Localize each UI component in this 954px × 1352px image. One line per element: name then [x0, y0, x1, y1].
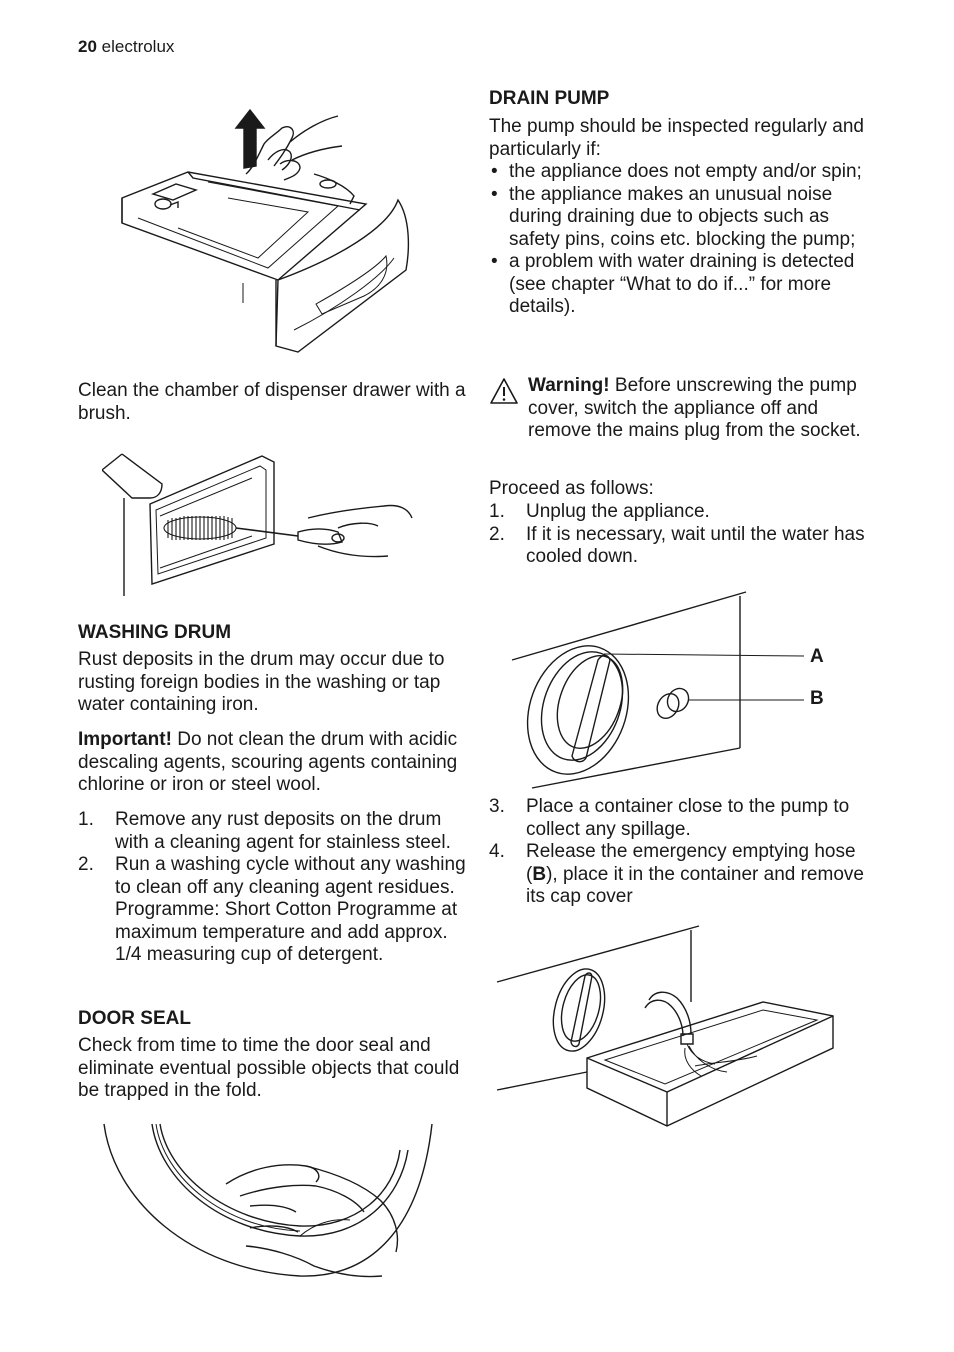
- step-number: 4.: [489, 841, 505, 862]
- brand-name: electrolux: [101, 37, 175, 56]
- step-text: Place a container close to the pump to c…: [526, 796, 850, 840]
- list-item: a problem with water draining is detecte…: [489, 251, 881, 319]
- warning-note: Warning! Before unscrewing the pump cove…: [528, 375, 880, 443]
- list-item: 2. If it is necessary, wait until the wa…: [489, 524, 881, 569]
- list-item: 1. Unplug the appliance.: [489, 501, 881, 524]
- warning-text: Before unscrewing the pump cover, switch…: [528, 375, 861, 441]
- door-seal-title: DOOR SEAL: [78, 1008, 191, 1029]
- door-seal-text: Check from time to time the door seal an…: [78, 1035, 460, 1101]
- drain-pump-title: DRAIN PUMP: [489, 88, 610, 109]
- washing-drum-steps: 1. Remove any rust deposits on the drum …: [78, 809, 468, 967]
- washing-drum-intro: Rust deposits in the drum may occur due …: [78, 649, 445, 715]
- important-label: Important!: [78, 729, 172, 750]
- step-text: Remove any rust deposits on the drum wit…: [115, 809, 451, 853]
- step-text-before: Release the emergency emptying hose (: [526, 841, 856, 885]
- brush-cleaning-illustration: [102, 448, 414, 598]
- door-seal-illustration: [100, 1120, 438, 1288]
- step-text: Run a washing cycle without any washing …: [115, 854, 466, 898]
- list-item: 3. Place a container close to the pump t…: [489, 796, 881, 841]
- list-item: the appliance does not empty and/or spin…: [489, 161, 881, 184]
- emergency-hose-illustration: [495, 922, 840, 1128]
- step-number: 2.: [489, 523, 505, 545]
- step-text: Unplug the appliance.: [526, 501, 710, 522]
- drawer-caption: Clean the chamber of dispenser drawer wi…: [78, 380, 466, 424]
- page-number: 20: [78, 37, 97, 56]
- label-b: B: [810, 688, 824, 709]
- step-extra: Programme: Short Cotton Programme at max…: [115, 899, 458, 965]
- step-number: 1.: [489, 501, 505, 522]
- important-text: Do not clean the drum with acidic descal…: [78, 729, 458, 795]
- warning-label: Warning!: [528, 375, 610, 396]
- drain-pump-bullets: the appliance does not empty and/or spin…: [489, 161, 881, 319]
- drain-pump-intro: The pump should be inspected regularly a…: [489, 116, 864, 160]
- list-item: 1. Remove any rust deposits on the drum …: [78, 809, 468, 854]
- list-item: 2. Run a washing cycle without any washi…: [78, 854, 468, 967]
- dispenser-drawer-illustration: [118, 108, 413, 358]
- pump-cover-illustration: [508, 588, 808, 793]
- page-header: 20 electrolux: [78, 37, 174, 57]
- step-text-bold: B: [532, 863, 547, 885]
- step-number: 2.: [78, 854, 94, 875]
- drain-steps-a: 1. Unplug the appliance. 2. If it is nec…: [489, 501, 881, 569]
- step-number: 3.: [489, 796, 505, 817]
- step-text-after: ), place it in the container and remove …: [526, 863, 864, 908]
- proceed-text: Proceed as follows:: [489, 478, 654, 499]
- label-a: A: [810, 646, 824, 667]
- warning-triangle-icon: [490, 378, 518, 404]
- washing-drum-title: WASHING DRUM: [78, 622, 232, 643]
- drain-steps-b: 3. Place a container close to the pump t…: [489, 796, 881, 909]
- step-text: If it is necessary, wait until the water…: [526, 523, 865, 568]
- list-item: the appliance makes an unusual noise dur…: [489, 184, 881, 252]
- list-item: 4. Release the emergency emptying hose (…: [489, 841, 881, 909]
- washing-drum-important: Important! Do not clean the drum with ac…: [78, 729, 468, 797]
- step-number: 1.: [78, 809, 94, 830]
